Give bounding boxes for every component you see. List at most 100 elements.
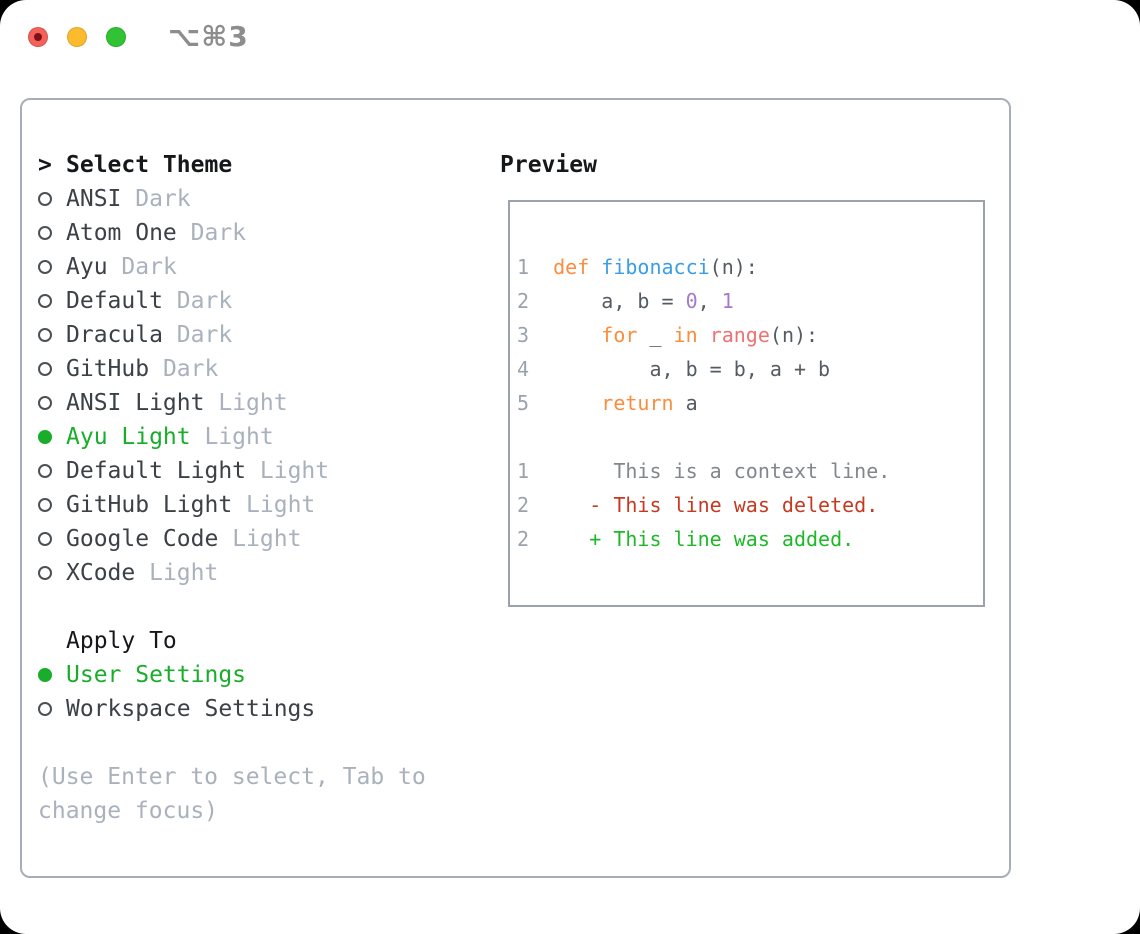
code-segment: for — [601, 323, 638, 347]
theme-list-title: Select Theme — [66, 152, 233, 178]
radio-circle-icon — [38, 294, 52, 308]
theme-item-variant: Light — [218, 390, 288, 416]
preview-title: Preview — [500, 152, 597, 178]
theme-item-name: ANSI Light — [66, 390, 205, 416]
apply-to-header: Apply To — [38, 624, 315, 658]
code-segment: - This line was deleted. — [553, 493, 879, 517]
radio-selected-icon — [38, 430, 52, 444]
radio-circle-icon — [38, 566, 52, 580]
theme-item-ansi-light[interactable]: ANSI Light Light — [38, 386, 329, 420]
apply-to-label: Workspace Settings — [66, 696, 316, 722]
theme-item-variant: Dark — [162, 356, 219, 382]
theme-item-variant: Light — [149, 560, 219, 586]
theme-item-variant: Light — [259, 458, 330, 484]
spacer — [218, 526, 232, 552]
code-segment: This is a context line. — [553, 459, 891, 483]
theme-item-name: Atom One — [66, 220, 177, 246]
spacer — [135, 560, 149, 586]
code-line: 1 def fibonacci(n): — [517, 250, 890, 284]
code-segment — [553, 323, 601, 347]
line-number: 2 — [517, 289, 554, 313]
code-segment: 1 — [721, 289, 734, 313]
code-line: 1 This is a context line. — [517, 454, 890, 488]
theme-item-default[interactable]: Default Dark — [38, 284, 329, 318]
theme-item-github[interactable]: GitHub Dark — [38, 352, 329, 386]
theme-item-dracula[interactable]: Dracula Dark — [38, 318, 329, 352]
code-line: 2 - This line was deleted. — [517, 488, 890, 522]
radio-circle-icon — [38, 702, 52, 716]
apply-to-item-workspace-settings[interactable]: Workspace Settings — [38, 692, 315, 726]
theme-item-name: ANSI — [66, 186, 122, 212]
code-segment: , — [697, 289, 722, 313]
theme-item-variant: Dark — [176, 322, 233, 348]
theme-item-google-code[interactable]: Google Code Light — [38, 522, 329, 556]
theme-item-ayu[interactable]: Ayu Dark — [38, 250, 329, 284]
traffic-lights — [28, 27, 126, 47]
spacer — [232, 492, 246, 518]
code-segment: _ — [637, 323, 674, 347]
spacer — [108, 254, 122, 280]
code-line — [517, 420, 890, 454]
code-segment: return — [601, 391, 674, 415]
spacer — [163, 322, 177, 348]
radio-circle-icon — [38, 464, 52, 478]
line-number: 1 — [517, 255, 554, 279]
code-segment: in — [673, 323, 698, 347]
code-segment: a — [673, 391, 698, 415]
theme-item-name: Default Light — [66, 458, 247, 484]
radio-selected-icon — [38, 668, 52, 682]
code-line: 4 a, b = b, a + b — [517, 352, 890, 386]
radio-circle-icon — [38, 192, 52, 206]
code-segment: (n): — [769, 323, 819, 347]
theme-item-name: Default — [66, 288, 163, 314]
theme-item-ansi[interactable]: ANSI Dark — [38, 182, 329, 216]
theme-item-ayu-light[interactable]: Ayu Light Light — [38, 420, 329, 454]
spacer — [204, 390, 218, 416]
line-number: 2 — [517, 527, 554, 551]
spacer — [177, 220, 191, 246]
theme-item-variant: Light — [232, 526, 302, 552]
radio-circle-icon — [38, 396, 52, 410]
theme-item-github-light[interactable]: GitHub Light Light — [38, 488, 329, 522]
radio-circle-icon — [38, 260, 52, 274]
code-segment — [589, 255, 601, 279]
code-segment: (n): — [709, 255, 758, 279]
apply-to-item-user-settings[interactable]: User Settings — [38, 658, 315, 692]
spacer — [246, 458, 260, 484]
code-segment: fibonacci — [601, 255, 710, 279]
code-segment: 0 — [685, 289, 698, 313]
theme-item-default-light[interactable]: Default Light Light — [38, 454, 329, 488]
radio-circle-icon — [38, 362, 52, 376]
theme-item-atom-one[interactable]: Atom One Dark — [38, 216, 329, 250]
theme-item-name: Ayu Light — [66, 424, 191, 450]
radio-circle-icon — [38, 532, 52, 546]
code-line: 5 return a — [517, 386, 890, 420]
theme-item-name: XCode — [66, 560, 136, 586]
minimize-button[interactable] — [67, 27, 87, 47]
line-number: 2 — [517, 493, 554, 517]
line-number: 3 — [517, 323, 554, 347]
spacer — [163, 288, 177, 314]
theme-item-name: Dracula — [66, 322, 163, 348]
code-segment — [698, 323, 710, 347]
apply-to-title: Apply To — [66, 628, 177, 654]
theme-item-name: Google Code — [66, 526, 219, 552]
help-text: (Use Enter to select, Tab to change focu… — [38, 764, 426, 824]
radio-circle-icon — [38, 226, 52, 240]
spacer — [121, 186, 135, 212]
theme-item-xcode[interactable]: XCode Light — [38, 556, 329, 590]
code-segment: + This line was added. — [553, 527, 855, 551]
spacer — [149, 356, 163, 382]
code-segment — [553, 391, 601, 415]
code-segment: def — [553, 255, 590, 279]
theme-list-header: >Select Theme — [38, 148, 329, 182]
close-button[interactable] — [28, 27, 48, 47]
spacer — [191, 424, 205, 450]
apply-to-label: User Settings — [66, 662, 247, 688]
zoom-button[interactable] — [106, 27, 126, 47]
